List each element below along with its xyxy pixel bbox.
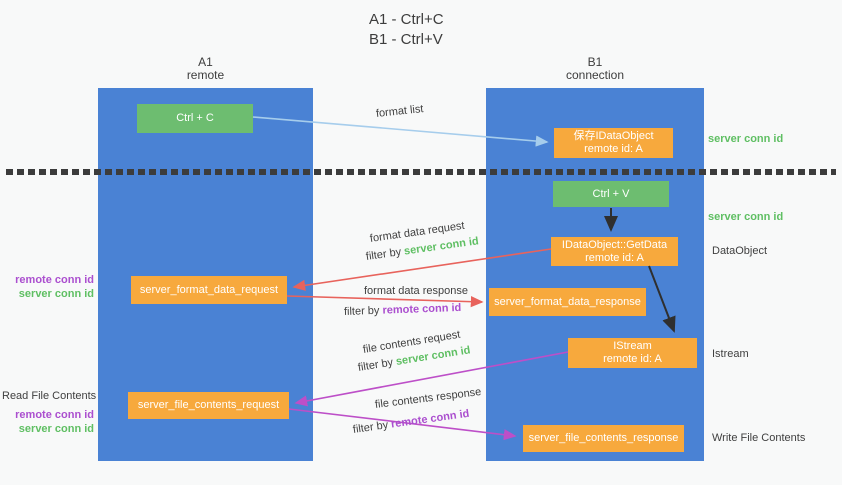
filter2-prefix: filter by [343, 304, 383, 318]
left-column-header: A1 remote [98, 56, 313, 82]
right-column-header: B1 connection [486, 56, 704, 82]
istream-side-label: Istream [712, 348, 749, 360]
istream-line2: remote id: A [603, 353, 662, 365]
filter2-id: remote conn id [382, 301, 462, 317]
format-response-label: server_format_data_response [494, 295, 641, 308]
format-request-label: server_format_data_request [139, 283, 279, 296]
ctrl-c-node: Ctrl + C [137, 104, 253, 133]
dataobject-label: DataObject [712, 245, 768, 257]
server-conn-id-label-2: server conn id [18, 423, 94, 435]
right-column-role: connection [565, 68, 625, 82]
filter-by-remote-conn-id-label-1: filter by remote conn id [344, 302, 462, 318]
file-response-node: server_file_contents_response [523, 425, 684, 452]
file-request-label: server_file_contents_request [137, 399, 280, 411]
read-file-contents-label: Read File Contents [2, 390, 97, 402]
save-idataobject-node: 保存IDataObject remote id: A [554, 128, 673, 158]
format-response-node: server_format_data_response [489, 288, 646, 316]
write-file-contents-label: Write File Contents [712, 432, 806, 444]
left-column-name: A1 [198, 55, 213, 69]
save-idataobject-line2: remote id: A [584, 143, 643, 155]
file-request-node: server_file_contents_request [128, 392, 289, 419]
ctrl-v-label: Ctrl + V [592, 187, 630, 200]
ctrl-v-node: Ctrl + V [553, 181, 669, 207]
left-conn-id-block-2: remote conn id server conn id [2, 408, 94, 436]
left-column-role: remote [186, 68, 225, 82]
save-idataobject-line1: 保存IDataObject [573, 130, 654, 142]
title-line-1: A1 - Ctrl+C [369, 11, 444, 28]
filter-by-remote-conn-id-label-2: filter by remote conn id [352, 408, 470, 436]
file-response-label: server_file_contents_response [528, 432, 679, 444]
server-conn-id-top-label: server conn id [708, 133, 784, 145]
getdata-line1: IDataObject::GetData [561, 238, 668, 251]
format-data-response-label: format data response [364, 285, 468, 297]
title-line-2: B1 - Ctrl+V [369, 31, 443, 48]
filter4-id: remote conn id [390, 407, 471, 431]
diagram-title: A1 - Ctrl+C B1 - Ctrl+V [369, 10, 444, 50]
format-list-label: format list [375, 103, 425, 120]
format-request-node: server_format_data_request [131, 276, 287, 304]
ctrl-c-label: Ctrl + C [176, 112, 214, 124]
istream-line1: IStream [613, 340, 652, 352]
istream-node: IStream remote id: A [568, 338, 697, 368]
server-conn-id-label-1: server conn id [18, 288, 94, 300]
right-column-name: B1 [587, 55, 603, 69]
filter1-prefix: filter by [365, 245, 405, 263]
dotted-divider [6, 169, 836, 175]
remote-conn-id-label-1: remote conn id [15, 274, 94, 286]
server-conn-id-mid-label: server conn id [708, 211, 784, 223]
getdata-line2: remote id: A [585, 251, 644, 264]
filter4-prefix: filter by [352, 418, 392, 436]
left-conn-id-block-1: remote conn id server conn id [2, 273, 94, 301]
filter3-prefix: filter by [357, 356, 397, 374]
getdata-node: IDataObject::GetData remote id: A [551, 237, 678, 266]
remote-conn-id-label-2: remote conn id [15, 409, 94, 421]
